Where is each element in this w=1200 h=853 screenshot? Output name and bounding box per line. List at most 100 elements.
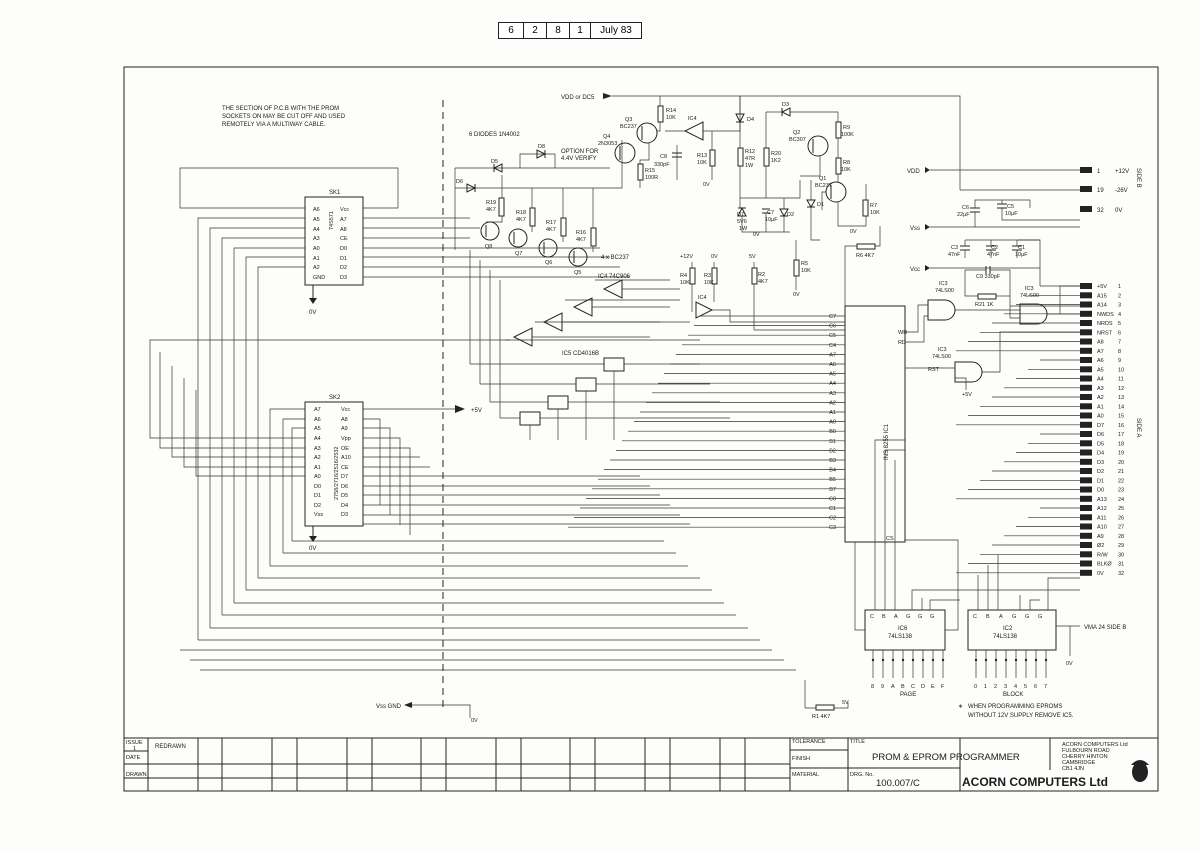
edge-pin-label: D0 (1097, 488, 1104, 494)
edge-connector-pad (1080, 542, 1092, 548)
sk2-pin-label: D7 (341, 474, 348, 480)
supply-wires (930, 169, 1080, 286)
sk1-socket (304, 196, 364, 286)
r5-gnd: 0V (793, 292, 800, 298)
edge-pin-label: 0V (1115, 208, 1122, 214)
sk2-type: 2758/2716/2516/2532 (334, 446, 340, 500)
capacitor-c3 (960, 245, 970, 251)
edge-pin-num: 20 (1118, 460, 1124, 466)
r2-value: 4K7 (758, 279, 768, 285)
edge-connector-pad (1080, 486, 1092, 493)
edge-pin-label: A8 (1097, 340, 1104, 346)
drawn-label: DRAWN (126, 772, 147, 778)
ic1-left-pins: C7C6C5C4A7A6A5A4A3A2A1A0B0B1B2B3B4B5B7C0… (829, 314, 836, 531)
vdd-dc5-label: VDD or DC5 (561, 95, 595, 101)
resistor-r2 (751, 267, 758, 285)
c2-value: 47nF (987, 252, 1000, 258)
edge-pin-num: 10 (1118, 367, 1124, 373)
r12-value: 47R (745, 156, 755, 162)
c2-label: C2 (991, 245, 998, 251)
edge-pin-label: NWDS (1097, 312, 1114, 318)
ic3-gate-1 (927, 299, 956, 321)
r16-label: R16 (576, 230, 586, 236)
ic3-label-2: IC3 (1025, 286, 1034, 292)
edge-pin-num: 6 (1118, 330, 1121, 336)
resistor-r8 (835, 157, 842, 175)
note-programming-line2: WITHOUT 12V SUPPLY REMOVE IC5. (968, 713, 1074, 719)
sk2-pin-label: A9 (341, 426, 348, 432)
drawing-title: PROM & EPROM PROGRAMMER (872, 752, 1020, 763)
c6-value: 22µF (957, 212, 970, 218)
vdd-label: VDD (907, 169, 920, 175)
c3-label: C3 (951, 245, 958, 251)
ic4-wires (532, 288, 720, 338)
sk1-pin-label: CE (340, 236, 348, 242)
edge-pin-label: A13 (1097, 497, 1107, 503)
ic2-gnd: 0V (1066, 661, 1073, 667)
transistor-q3 (636, 122, 658, 144)
r18-label: R18 (516, 210, 526, 216)
d8-label: D8 (538, 144, 545, 150)
edge-pin-num: 8 (1118, 349, 1121, 355)
note-programming-line1: WHEN PROGRAMMING EPROMS (968, 704, 1062, 710)
issue-value: 1 (133, 746, 136, 752)
ic1-pin-label: B1 (829, 439, 836, 445)
edge-connector-pad (1080, 366, 1092, 373)
edge-pin-label: D5 (1097, 441, 1104, 447)
sk2-pin-label: D1 (314, 493, 321, 499)
header-cell: 6 (499, 23, 524, 38)
edge-pin-label: A5 (1097, 367, 1104, 373)
sk1-pin-label: A6 (313, 207, 320, 213)
ic3-supply: +5V (962, 392, 972, 398)
d2-label: D2 (787, 212, 794, 218)
r15-label: R15 (645, 168, 655, 174)
vss-arrow-icon (925, 224, 930, 230)
edge-pin-label: BLKØ (1097, 562, 1112, 568)
ic1-pin-label: A0 (829, 420, 836, 426)
ic4-buffer-5 (695, 301, 714, 319)
ic3-wires (905, 269, 1080, 390)
ic1-pin-rd: RD (898, 340, 906, 346)
header-cell: 8 (547, 23, 570, 38)
ic1-pin-label: A4 (829, 381, 836, 387)
vcc-arrow-icon (925, 265, 930, 271)
sk1-type: 74S571 (329, 211, 335, 230)
sk1-pin-label: A5 (313, 217, 320, 223)
r6-label: R6 4K7 (856, 253, 874, 259)
change-text: REDRAWN (155, 744, 186, 750)
decoder-output-label: 1 (984, 684, 987, 690)
edge-pin-num: 24 (1118, 497, 1124, 503)
edge-pin-num: 13 (1118, 395, 1124, 401)
edge-pin-label: A6 (1097, 358, 1104, 364)
ground-arrow-icon (309, 536, 317, 542)
decoder-output-label: 3 (1004, 684, 1007, 690)
edge-connector-pad (1080, 477, 1092, 484)
sk2-pin-label: D2 (314, 503, 321, 509)
r8-value: 10K (841, 167, 851, 173)
r1-label: R1 4K7 (812, 714, 830, 720)
capacitor-c9 (985, 266, 991, 274)
r19-value: 4K7 (486, 207, 496, 213)
edge-connector-pad (1080, 532, 1092, 539)
sk2-pin-label: A0 (314, 474, 321, 480)
ic1-pin-label: A3 (829, 391, 836, 397)
decoder-input-label: B (882, 614, 886, 620)
ic5-switch-3 (547, 395, 569, 410)
decoder-output-label: 9 (881, 684, 884, 690)
r7-label: R7 (870, 203, 877, 209)
ic1-label: INS 8255 IC1 (884, 423, 890, 460)
edge-connector-pad (1080, 301, 1092, 308)
edge-pin-num: 3 (1118, 303, 1121, 309)
c7-gnd: 0V (753, 232, 760, 238)
r3-label: R3 (704, 273, 711, 279)
edge-pin-num: 19 (1118, 451, 1124, 457)
edge-pin-num: 26 (1118, 515, 1124, 521)
resistor-r1 (815, 704, 835, 711)
ground-arrow-icon (309, 298, 317, 304)
decoder-output-node (1024, 658, 1028, 662)
edge-connector-pad (1080, 523, 1092, 530)
edge-pin-label: A14 (1097, 303, 1107, 309)
ic6-type: 74LS138 (888, 634, 913, 640)
